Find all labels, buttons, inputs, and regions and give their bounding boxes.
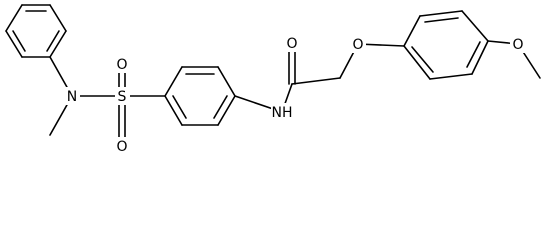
amide-nh-label: NH [272,105,293,121]
bond [164,95,183,126]
bond [291,77,341,85]
bond-inner [213,95,228,119]
label-background [350,35,366,53]
bond [429,73,473,80]
bond [217,95,236,126]
bond-inner [12,30,26,52]
bond-inner [172,95,187,119]
bond [49,4,67,32]
label-background [284,34,300,52]
label-background [510,35,526,53]
carbonyl-oxygen-label: O [286,36,297,52]
amine-nitrogen-label: N [67,89,77,105]
sulfonyl-oxygen-top-label: O [116,57,127,73]
label-background [114,55,130,73]
atom-labels: N S O O NH O O O [65,34,526,155]
ether-oxygen-label: O [352,37,363,53]
bond [5,30,23,58]
sulfur-label: S [118,89,127,105]
bond-inner [411,46,434,73]
methoxy-oxygen-label: O [512,37,523,53]
bond [471,40,489,75]
label-background [271,103,294,121]
bond-inner [46,30,60,52]
bond-lines [5,4,541,143]
label-background [115,87,130,105]
sulfonyl-oxygen-bottom-label: O [116,139,127,155]
bond [164,66,183,97]
bond-inner [466,41,481,68]
bond [419,10,463,17]
label-background [114,137,130,155]
bond [461,10,489,42]
bond [217,66,236,97]
bond [5,4,23,32]
bond [403,15,421,47]
bond [403,45,431,80]
molecule-structure: N S O O NH O O O [5,4,541,155]
bond-inner [424,17,459,23]
label-background [65,87,80,105]
bond [49,30,67,58]
